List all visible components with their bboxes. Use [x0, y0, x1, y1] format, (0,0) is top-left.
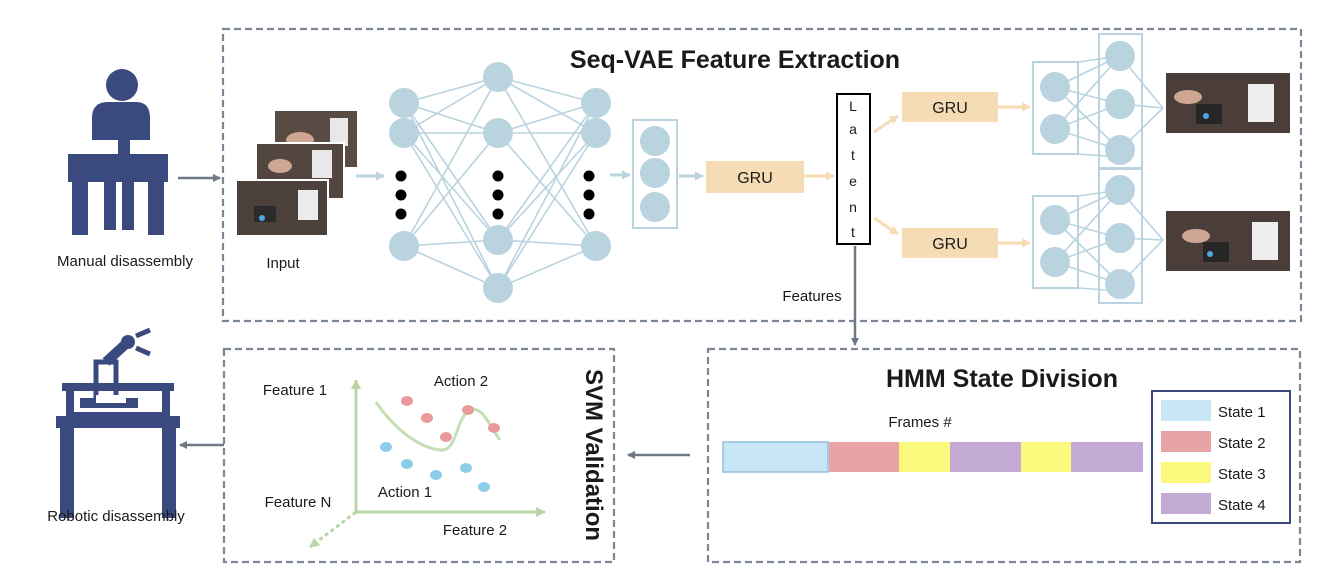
features-label: Features [782, 288, 841, 305]
svm-plot [309, 379, 546, 549]
action1-label: Action 1 [378, 484, 432, 501]
action2-label: Action 2 [434, 373, 488, 390]
segment-state1 [722, 441, 829, 473]
input-frames [235, 109, 359, 237]
segment-state2 [829, 442, 899, 472]
arrow-latent-to-gru-top [873, 114, 899, 134]
featureN-axis [309, 510, 357, 549]
decoder-network-bottom [1032, 167, 1164, 304]
state-timeline-bar [722, 441, 1143, 473]
robot-arm-icon [56, 327, 180, 518]
encoder-output-stack [632, 119, 678, 229]
legend-swatch-state1 [1161, 400, 1211, 421]
encoder-gru-block [706, 161, 804, 193]
state-legend: State 1 State 2 State 3 State 4 [1151, 390, 1291, 524]
input-label: Input [266, 255, 300, 272]
arrow-latent-to-gru-bottom [873, 216, 899, 236]
decoder-gru-top-block [902, 92, 998, 122]
encoder-network [389, 62, 611, 303]
seqvae-box [221, 27, 1303, 323]
frames-label: Frames # [888, 414, 952, 431]
legend-swatch-state2 [1161, 431, 1211, 452]
output-frame-top [1166, 73, 1290, 133]
decoder-network-top [1032, 33, 1164, 170]
segment-state4 [950, 442, 1021, 472]
robotic-disassembly-label: Robotic disassembly [47, 508, 185, 525]
legend-label-state1: State 1 [1218, 404, 1266, 421]
svm-title: SVM Validation [580, 369, 607, 541]
seqvae-title: Seq-VAE Feature Extraction [570, 46, 900, 74]
action1-points [380, 442, 490, 492]
hmm-box [706, 347, 1302, 564]
legend-swatch-state4 [1161, 493, 1211, 514]
latent-letter: e [849, 173, 857, 189]
segment-state4 [1071, 442, 1143, 472]
decoder-gru-top-label: GRU [932, 100, 968, 117]
segment-state3 [1021, 442, 1071, 472]
decision-boundary-curve [374, 401, 502, 452]
latent-letter: t [851, 224, 855, 240]
legend-label-state3: State 3 [1218, 466, 1266, 483]
ellipsis-dots [395, 170, 595, 220]
encoder-nodes [389, 62, 611, 303]
input-frame-1 [235, 179, 329, 237]
decoder-gru-bottom-block [902, 228, 998, 258]
legend-swatch-state3 [1161, 462, 1211, 483]
segment-state3 [899, 442, 950, 472]
latent-letter: t [851, 147, 855, 163]
feature2-label: Feature 2 [443, 522, 507, 539]
person-at-desk-icon [68, 69, 168, 235]
feature1-label: Feature 1 [263, 382, 327, 399]
legend-label-state4: State 4 [1218, 497, 1266, 514]
featureN-label: Feature N [265, 494, 332, 511]
latent-letter: n [849, 199, 857, 215]
output-frame-bottom [1166, 211, 1290, 271]
hmm-title: HMM State Division [886, 365, 1118, 393]
latent-letters: L a t e n t [849, 98, 857, 240]
latent-letter: a [849, 121, 857, 137]
svm-box [222, 347, 616, 564]
manual-disassembly-label: Manual disassembly [57, 253, 193, 270]
latent-box [836, 93, 871, 245]
latent-letter: L [849, 98, 857, 114]
encoder-edges [403, 76, 597, 289]
legend-label-state2: State 2 [1218, 435, 1266, 452]
decoder-gru-bottom-label: GRU [932, 236, 968, 253]
encoder-gru-label: GRU [737, 170, 773, 187]
action2-points [401, 396, 500, 442]
